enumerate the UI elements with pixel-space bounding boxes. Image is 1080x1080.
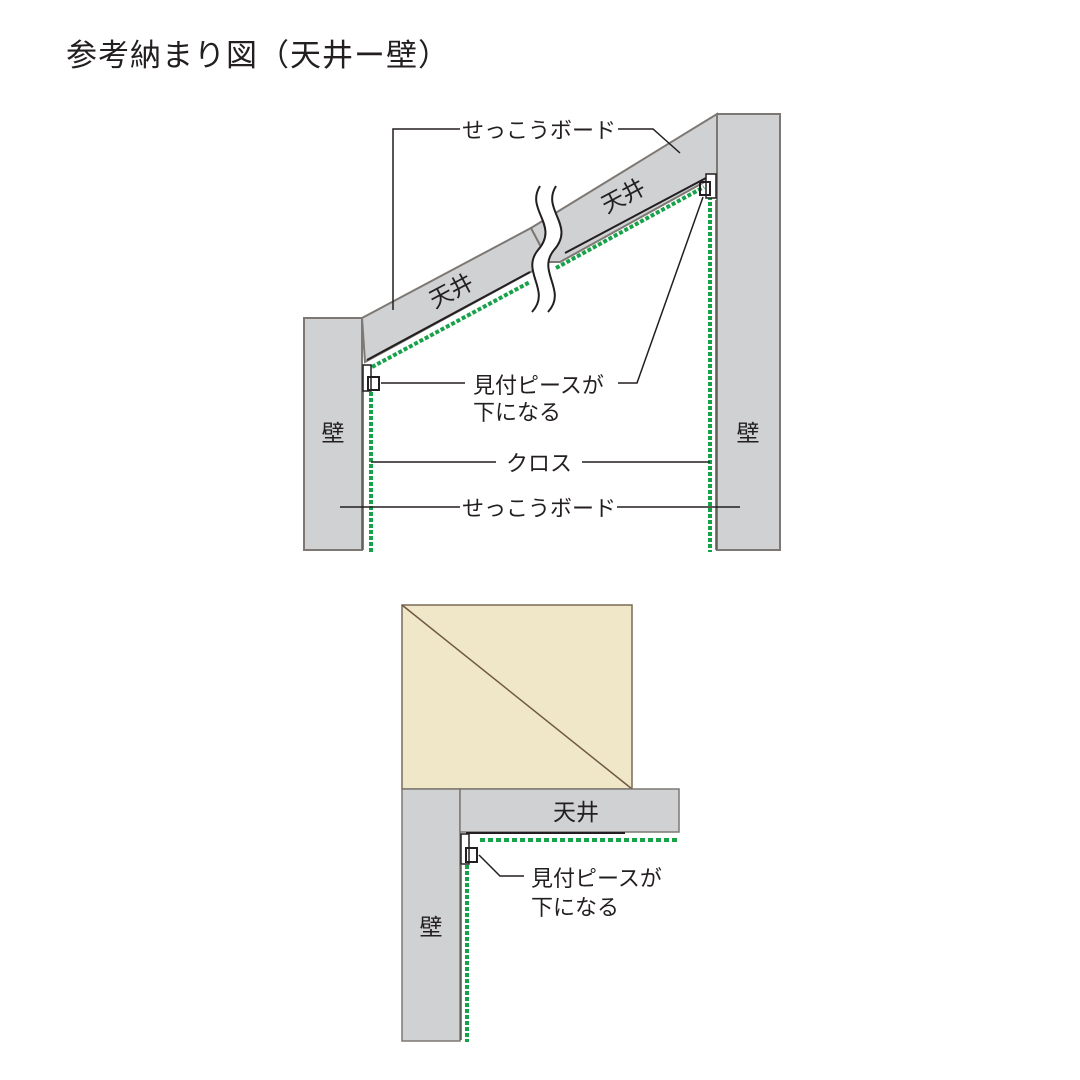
label-ceiling: 天井: [553, 800, 599, 826]
trim-piece-icon: [460, 833, 478, 865]
leader-trim-top: [618, 196, 704, 384]
leader-gypsum-top: [392, 128, 460, 310]
break-symbol-icon: [531, 185, 547, 313]
label-wall: 壁: [420, 915, 443, 941]
label-trim-line2-bottom: 下になる: [531, 896, 619, 921]
ceiling-board: [459, 788, 680, 833]
bottom-diagram: 天井 壁 見付ピースが 下になる: [401, 604, 680, 1042]
cloth-sloped-right: [555, 185, 705, 270]
label-gypsum-board-top: せっこうボード: [462, 119, 616, 144]
label-wall-left: 壁: [322, 421, 345, 447]
right-wall-board: [716, 113, 781, 551]
label-trim-line2: 下になる: [473, 401, 561, 426]
trim-piece-left-icon: [362, 364, 380, 392]
page-title: 参考納まり図（天井ー壁）: [66, 38, 450, 74]
label-trim-line1-bottom: 見付ピースが: [531, 867, 662, 892]
trim-piece-right-icon: [699, 173, 717, 199]
left-wall-board: [303, 317, 363, 551]
break-gap: [532, 186, 562, 312]
leader-trim-bottom: [478, 854, 524, 877]
label-wall-right: 壁: [737, 421, 760, 447]
label-gypsum-board-bottom: せっこうボード: [462, 497, 616, 522]
top-diagram: せっこうボード 天井 天井 壁 壁 見付ピースが 下になる クロス せっこうボー…: [303, 112, 781, 552]
label-cloth: クロス: [506, 452, 572, 477]
label-trim-line1: 見付ピースが: [473, 374, 604, 399]
wall-board: [401, 788, 461, 1042]
